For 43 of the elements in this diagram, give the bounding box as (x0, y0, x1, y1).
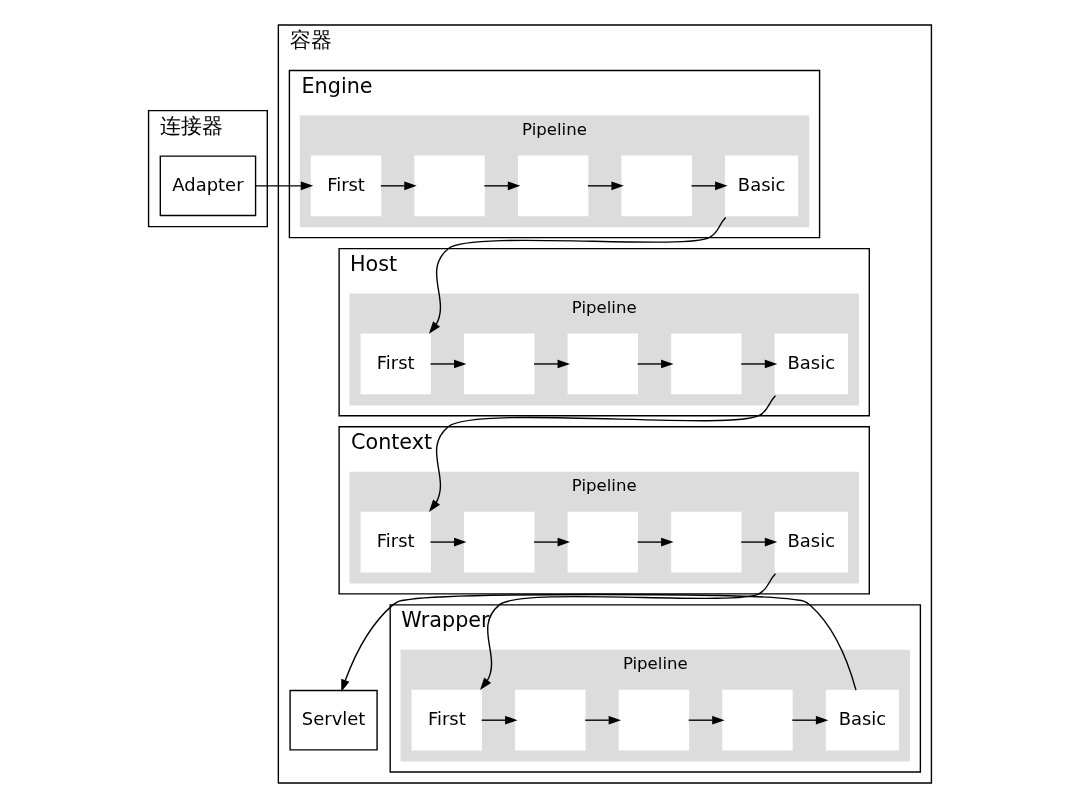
node-box: First (360, 511, 431, 573)
arrow (740, 359, 778, 369)
arrow (690, 181, 728, 191)
node-box: Basic (774, 511, 848, 573)
node-box (414, 155, 485, 217)
arrow (636, 359, 674, 369)
arrow (380, 181, 417, 191)
arrow (255, 181, 314, 191)
node-box (722, 689, 793, 751)
arrow (480, 573, 777, 691)
arrow (480, 715, 518, 725)
node-box: Basic (725, 155, 799, 217)
node-box (671, 511, 742, 573)
node-box (464, 333, 535, 395)
node-box: First (411, 689, 482, 751)
node-box: Basic (825, 689, 899, 751)
node-box (517, 155, 589, 217)
node-box: First (360, 333, 431, 395)
node-box (464, 511, 535, 573)
arrow (791, 715, 829, 725)
arrow (636, 537, 674, 547)
arrow (533, 537, 570, 547)
arrow (587, 181, 624, 191)
arrow (428, 395, 777, 512)
node-box: First (310, 155, 382, 217)
node-box: Adapter (159, 155, 257, 217)
arrow (341, 593, 857, 692)
node-box (621, 155, 692, 217)
arrow (688, 715, 725, 725)
node-box (567, 511, 639, 573)
arrow (428, 216, 727, 334)
arrow (483, 181, 521, 191)
node-box: Servlet (289, 689, 378, 751)
node-box: Basic (774, 333, 848, 395)
arrow (584, 715, 622, 725)
node-box (515, 689, 586, 751)
arrow (429, 359, 467, 369)
arrow (429, 537, 467, 547)
node-box (567, 333, 639, 395)
arrow (533, 359, 570, 369)
arrow (740, 537, 778, 547)
node-box (671, 333, 742, 395)
node-box (618, 689, 690, 751)
